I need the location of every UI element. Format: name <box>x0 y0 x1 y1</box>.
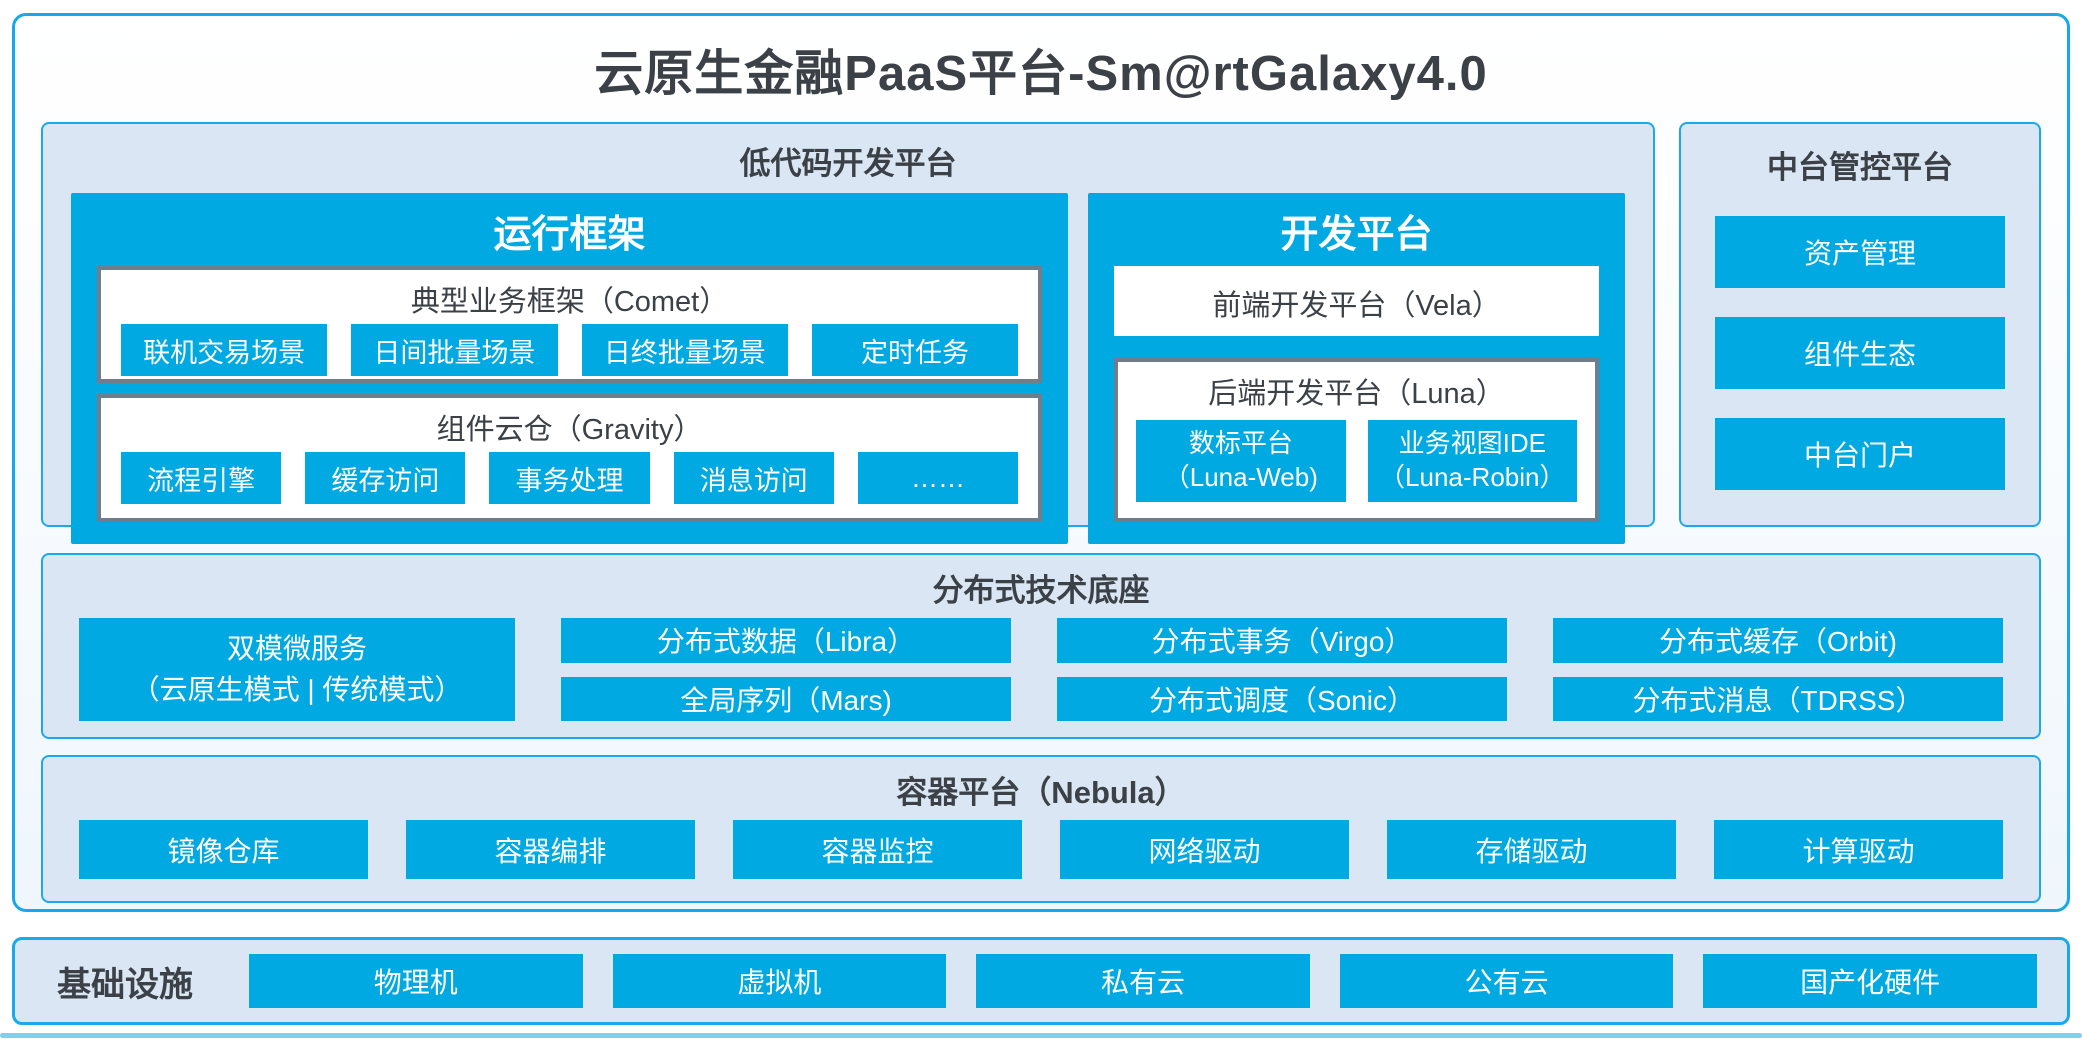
infrastructure-heading: 基础设施 <box>57 965 193 1004</box>
dual-mode-name: 双模微服务 <box>226 632 367 664</box>
gravity-title: 组件云仓（Gravity） <box>436 414 703 446</box>
vela-title: 前端开发平台（Vela） <box>1212 290 1501 322</box>
infrastructure-items: 物理机 虚拟机 私有云 公有云 国产化硬件 <box>249 954 2037 1008</box>
gravity-items-row: 流程引擎 缓存访问 事务处理 消息访问 …… <box>101 452 1038 518</box>
runtime-framework-title: 运行框架 <box>493 214 646 256</box>
dev-platform-title: 开发平台 <box>1280 214 1433 256</box>
infra-item-private-cloud: 私有云 <box>976 954 1310 1008</box>
gravity-warehouse-box: 组件云仓（Gravity） 流程引擎 缓存访问 事务处理 消息访问 …… <box>97 394 1043 522</box>
distributed-base-heading: 分布式技术底座 <box>932 573 1150 608</box>
container-item-monitoring: 容器监控 <box>733 820 1022 879</box>
luna-title: 后端开发平台（Luna） <box>1208 378 1505 410</box>
panel-container-platform: 容器平台（Nebula） 镜像仓库 容器编排 容器监控 网络驱动 存储驱动 计算… <box>41 755 2041 903</box>
runtime-framework-box: 运行框架 典型业务框架（Comet） 联机交易场景 日间批量场景 日终批量场景 … <box>71 193 1069 544</box>
gravity-item-transaction: 事务处理 <box>489 452 650 504</box>
infra-item-virtual-machine: 虚拟机 <box>612 954 947 1008</box>
container-item-network-driver: 网络驱动 <box>1060 820 1349 879</box>
dist-item-tdrss: 分布式消息（TDRSS） <box>1553 676 2003 721</box>
infra-item-physical-machine: 物理机 <box>249 954 583 1008</box>
dist-item-libra: 分布式数据（Libra） <box>561 618 1011 663</box>
comet-item-endofday-batch: 日终批量场景 <box>581 324 788 376</box>
comet-item-daytime-batch: 日间批量场景 <box>351 324 558 376</box>
panel-mid-platform-control: 中台管控平台 资产管理 组件生态 中台门户 <box>1679 122 2041 527</box>
comet-title: 典型业务框架（Comet） <box>410 286 729 318</box>
low-code-body: 运行框架 典型业务框架（Comet） 联机交易场景 日间批量场景 日终批量场景 … <box>43 193 1653 556</box>
container-item-storage-driver: 存储驱动 <box>1387 820 1676 879</box>
luna-web-sub: （Luna-Web) <box>1163 462 1318 492</box>
vela-frontend-box: 前端开发平台（Vela） <box>1114 266 1599 336</box>
gravity-item-ellipsis: …… <box>857 452 1019 504</box>
luna-web-name: 数标平台 <box>1188 428 1293 459</box>
infra-item-public-cloud: 公有云 <box>1339 954 1674 1008</box>
infra-item-domestic-hardware: 国产化硬件 <box>1703 954 2037 1008</box>
mid-platform-heading: 中台管控平台 <box>1767 150 1953 185</box>
distributed-grid: 分布式数据（Libra） 分布式事务（Virgo） 分布式缓存（Orbit) 全… <box>561 618 2003 721</box>
dist-item-sonic: 分布式调度（Sonic） <box>1057 676 1507 721</box>
luna-robin-name: 业务视图IDE <box>1398 428 1546 459</box>
luna-backend-box: 后端开发平台（Luna） 数标平台 （Luna-Web) 业务视图IDE （Lu… <box>1114 358 1599 522</box>
panel-low-code-platform: 低代码开发平台 运行框架 典型业务框架（Comet） 联机交易场景 日间批量场景… <box>41 122 1655 544</box>
gravity-item-process-engine: 流程引擎 <box>121 452 282 504</box>
dist-item-orbit: 分布式缓存（Orbit) <box>1553 618 2003 663</box>
panel-distributed-base: 分布式技术底座 双模微服务 （云原生模式 | 传统模式） 分布式数据（Libra… <box>41 553 2041 739</box>
container-items-row: 镜像仓库 容器编排 容器监控 网络驱动 存储驱动 计算驱动 <box>43 820 2039 901</box>
mid-platform-items: 资产管理 组件生态 中台门户 <box>1681 187 2039 525</box>
panel-infrastructure: 基础设施 物理机 虚拟机 私有云 公有云 国产化硬件 <box>12 937 2070 1025</box>
main-platform-box: 云原生金融PaaS平台-Sm@rtGalaxy4.0 低代码开发平台 运行框架 … <box>12 13 2070 912</box>
gravity-item-cache-access: 缓存访问 <box>305 452 466 504</box>
low-code-platform-heading: 低代码开发平台 <box>739 146 957 181</box>
top-row: 低代码开发平台 运行框架 典型业务框架（Comet） 联机交易场景 日间批量场景… <box>41 122 2041 544</box>
container-item-image-registry: 镜像仓库 <box>79 820 368 879</box>
dist-item-mars: 全局序列（Mars) <box>561 676 1011 721</box>
mid-item-component-ecosystem: 组件生态 <box>1715 317 2005 389</box>
dual-mode-microservice-box: 双模微服务 （云原生模式 | 传统模式） <box>79 618 515 721</box>
distributed-body: 双模微服务 （云原生模式 | 传统模式） 分布式数据（Libra） 分布式事务（… <box>43 618 2039 737</box>
container-item-orchestration: 容器编排 <box>406 820 695 879</box>
dev-platform-box: 开发平台 前端开发平台（Vela） 后端开发平台（Luna） 数标平台 （Lun… <box>1088 193 1625 544</box>
luna-item-robin: 业务视图IDE （Luna-Robin） <box>1367 420 1577 502</box>
container-item-compute-driver: 计算驱动 <box>1714 820 2003 879</box>
container-platform-heading: 容器平台（Nebula） <box>896 775 1186 810</box>
dual-mode-sub: （云原生模式 | 传统模式） <box>131 673 463 705</box>
comet-item-online-trading: 联机交易场景 <box>121 324 328 376</box>
page-title: 云原生金融PaaS平台-Sm@rtGalaxy4.0 <box>594 46 1488 101</box>
luna-items-row: 数标平台 （Luna-Web) 业务视图IDE （Luna-Robin） <box>1118 416 1595 518</box>
luna-item-web: 数标平台 （Luna-Web) <box>1136 420 1346 502</box>
bottom-accent-line <box>0 1033 2082 1038</box>
gravity-item-message-access: 消息访问 <box>673 452 834 504</box>
main-content: 低代码开发平台 运行框架 典型业务框架（Comet） 联机交易场景 日间批量场景… <box>15 122 2067 903</box>
mid-item-asset-management: 资产管理 <box>1715 216 2005 288</box>
mid-item-portal: 中台门户 <box>1715 418 2005 490</box>
dist-item-virgo: 分布式事务（Virgo） <box>1057 618 1507 663</box>
comet-items-row: 联机交易场景 日间批量场景 日终批量场景 定时任务 <box>101 324 1038 390</box>
comet-framework-box: 典型业务框架（Comet） 联机交易场景 日间批量场景 日终批量场景 定时任务 <box>97 266 1043 383</box>
luna-robin-sub: （Luna-Robin） <box>1379 462 1566 492</box>
comet-item-scheduled-task: 定时任务 <box>811 324 1019 376</box>
